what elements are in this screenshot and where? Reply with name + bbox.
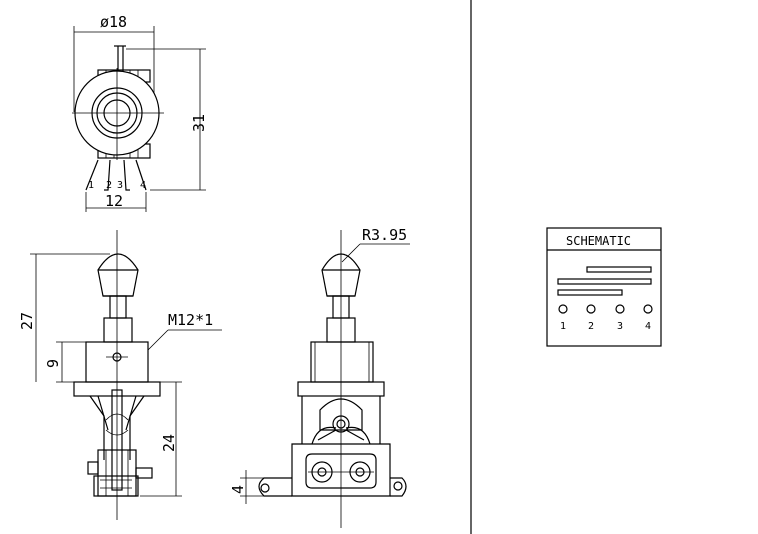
schematic-title: SCHEMATIC	[566, 234, 631, 248]
schematic-box: SCHEMATIC 1 2 3 4	[546, 227, 662, 347]
schematic-pin-3: 3	[617, 321, 623, 332]
front-view: R3.95	[229, 226, 410, 528]
top-view: ø18 31 1 2 3 4	[72, 13, 208, 212]
dim-thread: M12*1	[168, 311, 213, 329]
side-view: 27 M12*1 9 24	[18, 230, 222, 520]
dim-radius: R3.95	[362, 226, 407, 244]
schematic-bar-1	[586, 266, 652, 273]
dim-height: 31	[190, 114, 208, 132]
pin-1: 1	[88, 180, 94, 191]
pin-4: 4	[140, 180, 146, 191]
schematic-contact-2	[586, 304, 596, 314]
dim-pin-spacing: 12	[105, 192, 123, 210]
schematic-bar-3	[557, 289, 623, 296]
pin-3: 3	[117, 180, 123, 191]
schematic-bar-2	[557, 278, 652, 285]
dim-lug: 4	[229, 485, 247, 494]
dim-lower: 24	[160, 434, 178, 452]
schematic-contact-4	[643, 304, 653, 314]
dim-bushing: 9	[44, 359, 62, 368]
dim-diameter: ø18	[100, 13, 127, 31]
pin-2: 2	[106, 180, 112, 191]
schematic-contact-3	[615, 304, 625, 314]
schematic-pin-2: 2	[588, 321, 594, 332]
schematic-pin-1: 1	[560, 321, 566, 332]
schematic-pin-4: 4	[645, 321, 651, 332]
dim-total-height: 27	[18, 312, 36, 330]
schematic-contact-1	[558, 304, 568, 314]
